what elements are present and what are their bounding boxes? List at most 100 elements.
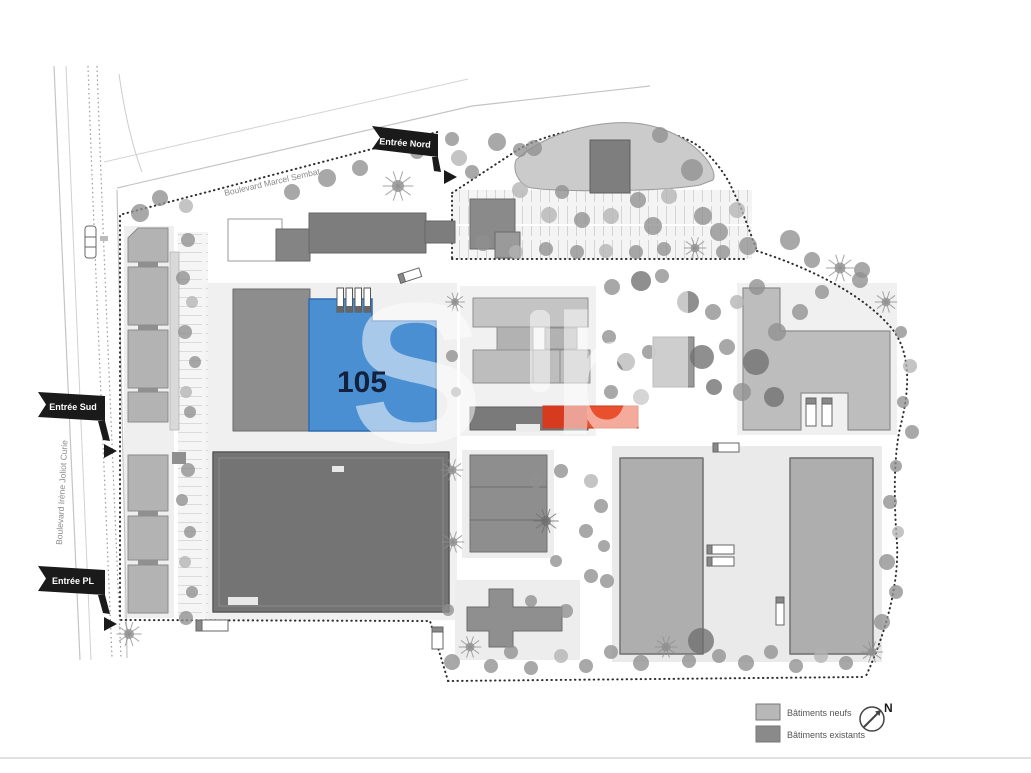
tree-icon (579, 659, 593, 673)
tree-icon (867, 647, 877, 657)
left-row-connectors (138, 262, 186, 565)
tree-icon (442, 604, 454, 616)
tree-icon (815, 285, 829, 299)
tree-icon (738, 655, 754, 671)
tree-icon (599, 244, 613, 258)
tree-icon (184, 526, 196, 538)
left-building-row (127, 227, 169, 614)
highlighted-orange-strip (542, 405, 639, 429)
tree-icon (729, 202, 745, 218)
rail-track (87, 65, 113, 659)
tree-icon (186, 586, 198, 598)
tree-icon (465, 165, 479, 179)
tree-icon (780, 230, 800, 250)
svg-text:Entrée Nord: Entrée Nord (379, 136, 431, 150)
tree-icon (690, 243, 700, 253)
tree-icon (814, 649, 828, 663)
tree-icon (579, 524, 593, 538)
tree-icon (541, 516, 551, 526)
tree-icon (604, 385, 618, 399)
tree-icon (905, 425, 919, 439)
tree-icon (604, 279, 620, 295)
tree-icon (448, 537, 458, 547)
tree-icon (644, 217, 662, 235)
outlined-building (227, 218, 283, 262)
tree-icon (661, 188, 677, 204)
tree-icon (554, 464, 568, 478)
tree-icon (131, 204, 149, 222)
tree-icon (570, 245, 584, 259)
tree-icon (444, 654, 460, 670)
tree-icon (730, 295, 744, 309)
tree-icon (179, 611, 193, 625)
tree-icon (706, 379, 722, 395)
compass: N (859, 701, 893, 732)
tree-icon (789, 659, 803, 673)
highlighted-building-105 (308, 298, 437, 432)
legend-label-existing: Bâtiments existants (787, 730, 866, 740)
tree-icon (529, 474, 543, 488)
tree-icon (892, 526, 904, 538)
bottom-center-building (469, 454, 548, 553)
loading-docks (336, 287, 371, 313)
tree-icon (475, 235, 491, 251)
tree-icon (652, 127, 668, 143)
top-existing-buildings (275, 212, 456, 262)
tree-icon (792, 304, 808, 320)
tree-icon (598, 540, 610, 552)
tree-icon (874, 614, 890, 630)
tree-icon (189, 356, 201, 368)
tree-icon (541, 207, 557, 223)
tree-icon (655, 269, 669, 283)
tree-icon (555, 185, 569, 199)
tree-icon (509, 245, 523, 259)
tree-icon (883, 495, 897, 509)
tree-icon (554, 649, 568, 663)
tree-icon (879, 554, 895, 570)
watermark: S b (350, 262, 688, 485)
tree-icon (352, 160, 368, 176)
existing-building-west-of-105 (232, 288, 311, 432)
tree-icon (524, 661, 538, 675)
watermark-letter-s: S (350, 262, 483, 485)
tree-icon (559, 604, 573, 618)
tree-icon (705, 304, 721, 320)
tree-icon (512, 182, 528, 198)
tree-icon (176, 494, 188, 506)
tree-icon (764, 387, 784, 407)
svg-text:Entrée Sud: Entrée Sud (49, 402, 97, 412)
tree-icon (743, 349, 769, 375)
tree-icon (834, 262, 846, 274)
tree-icon (451, 298, 459, 306)
tree-icon (391, 179, 405, 193)
tree-icon (574, 212, 590, 228)
legend-label-new: Bâtiments neufs (787, 708, 852, 718)
tree-icon (890, 460, 902, 472)
tree-icon (178, 325, 192, 339)
legend-swatch-existing (755, 725, 781, 743)
tree-icon (176, 271, 190, 285)
tree-icon (903, 359, 917, 373)
entrance-pl-arrow-icon (104, 617, 117, 631)
tree-icon (186, 296, 198, 308)
tree-icon (526, 140, 542, 156)
tree-icon (504, 645, 518, 659)
tree-icon (694, 207, 712, 225)
tree-icon (451, 150, 467, 166)
tree-icon (631, 271, 651, 291)
tree-icon (764, 645, 778, 659)
tree-icon (513, 143, 527, 157)
tree-icon (617, 353, 635, 371)
entrance-sud-arrow-icon (104, 444, 117, 458)
tree-icon (447, 465, 457, 475)
roads (53, 65, 651, 661)
tree-icon (604, 645, 618, 659)
legend: Bâtiments neufs Bâtiments existants (755, 703, 866, 743)
large-existing-building (212, 451, 450, 613)
tree-icon (488, 133, 506, 151)
rail-track (96, 65, 122, 659)
tree-icon (181, 463, 195, 477)
entrance-nord: Entrée Nord (372, 126, 457, 184)
tree-icon (889, 585, 903, 599)
tree-icon (180, 386, 192, 398)
